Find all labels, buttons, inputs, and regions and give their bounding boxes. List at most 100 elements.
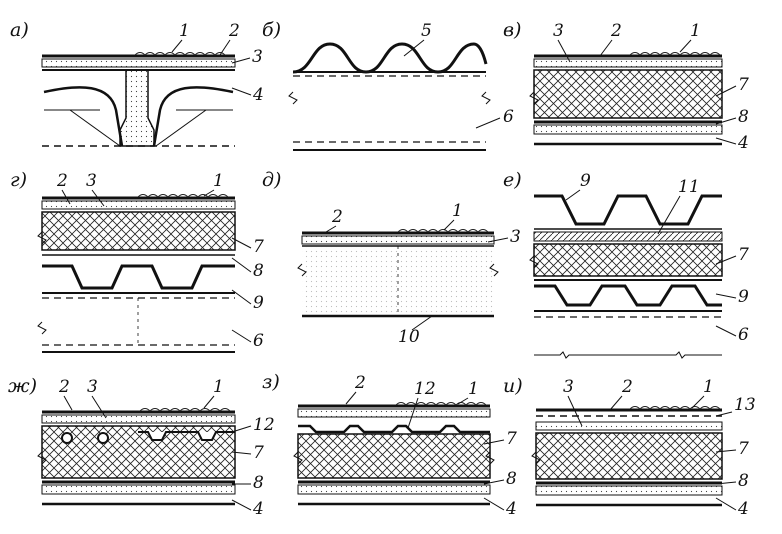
callout-5: 5 — [421, 21, 432, 41]
leader-line — [483, 479, 505, 485]
callout-3: 3 — [86, 171, 97, 191]
callout-6: 6 — [738, 325, 749, 345]
callout-6: 6 — [503, 107, 514, 127]
gravel-protection — [139, 408, 231, 412]
callout-7: 7 — [738, 75, 749, 95]
leader-line — [407, 397, 419, 429]
separation-layer — [533, 231, 723, 242]
leader-line — [715, 411, 733, 417]
leader-line — [325, 225, 337, 233]
callout-1: 1 — [452, 201, 463, 221]
break-mark — [37, 231, 47, 245]
leader-line — [715, 481, 737, 485]
leader-line — [61, 189, 71, 205]
panel-letter-z: з) — [262, 371, 280, 393]
callout-3: 3 — [510, 227, 521, 247]
break-line — [534, 351, 722, 359]
panel-letter-zh: ж) — [8, 375, 37, 397]
gravel-protection — [395, 402, 487, 406]
insulation-layer — [41, 211, 236, 251]
callout-1: 1 — [213, 171, 224, 191]
beam-line — [69, 109, 121, 147]
callout-7: 7 — [738, 245, 749, 265]
callout-9: 9 — [580, 171, 591, 191]
callout-1: 1 — [179, 21, 190, 41]
gravel-protection — [629, 406, 721, 410]
leader-line — [203, 395, 215, 409]
slab-curve-right — [152, 86, 234, 147]
callout-2: 2 — [610, 21, 622, 41]
gravel-protection — [629, 52, 721, 56]
break-mark — [37, 321, 47, 335]
leader-line — [63, 395, 73, 411]
screed-layer — [301, 235, 495, 245]
leader-line — [345, 391, 357, 405]
callout-7: 7 — [506, 429, 517, 449]
break-mark — [531, 451, 541, 465]
leader-line — [411, 315, 433, 331]
panel-zh: ж) 2 3 1 12 7 8 4 — [8, 375, 275, 519]
leader-line — [567, 395, 583, 427]
callout-4: 4 — [505, 499, 517, 519]
panel-letter-e: е) — [503, 169, 522, 191]
leader-line — [219, 39, 231, 56]
profiled-deck — [42, 264, 235, 290]
callout-8: 8 — [253, 261, 264, 281]
leveling-layer — [41, 484, 236, 495]
callout-2: 2 — [228, 21, 240, 41]
break-mark — [288, 91, 298, 105]
leader-line — [91, 395, 107, 419]
leader-line — [691, 395, 705, 409]
panel-v: в) 3 2 1 7 8 4 — [503, 19, 749, 153]
callout-1: 1 — [690, 21, 701, 41]
callout-4: 4 — [252, 85, 264, 105]
leveling-layer — [535, 485, 723, 496]
screed-layer — [297, 408, 491, 418]
leader-line — [715, 497, 737, 511]
callout-7: 7 — [253, 237, 264, 257]
leader-line — [715, 137, 737, 145]
gravel-protection — [137, 194, 229, 198]
leader-line — [483, 439, 505, 445]
callout-10: 10 — [398, 327, 420, 347]
leader-line — [231, 237, 252, 249]
leader-line — [91, 189, 105, 207]
slab-curve-left — [43, 86, 124, 147]
leader-line — [715, 325, 737, 337]
callout-2: 2 — [621, 377, 633, 397]
callout-8: 8 — [738, 471, 749, 491]
break-mark — [293, 451, 303, 465]
break-mark — [297, 263, 307, 277]
break-mark — [37, 451, 47, 465]
leveling-layer — [533, 124, 723, 135]
leader-line — [715, 85, 737, 97]
callout-4: 4 — [252, 499, 264, 519]
callout-12: 12 — [414, 379, 436, 399]
leader-line — [679, 39, 692, 53]
leader-line — [715, 449, 737, 453]
screed-layer — [535, 421, 723, 431]
leader-line — [557, 39, 571, 63]
leader-line — [475, 117, 501, 129]
panel-z: з) 2 12 1 7 8 4 — [262, 371, 517, 519]
leader-line — [171, 39, 183, 53]
callout-8: 8 — [253, 473, 264, 493]
callout-2: 2 — [354, 373, 366, 393]
callout-3: 3 — [563, 377, 574, 397]
leader-line — [457, 397, 469, 405]
callout-4: 4 — [737, 133, 749, 153]
panel-letter-i: и) — [503, 375, 523, 397]
callout-8: 8 — [506, 469, 517, 489]
air-channel-pipe — [61, 432, 73, 444]
leader-line — [231, 87, 252, 96]
break-mark — [489, 263, 499, 277]
gravel-protection — [397, 229, 489, 233]
callout-1: 1 — [213, 377, 224, 397]
leader-line — [231, 425, 252, 433]
leader-line — [483, 497, 505, 511]
panel-letter-v: в) — [503, 19, 521, 41]
callout-2: 2 — [58, 377, 70, 397]
panel-letter-b: б) — [262, 19, 281, 41]
leader-line — [715, 255, 737, 265]
